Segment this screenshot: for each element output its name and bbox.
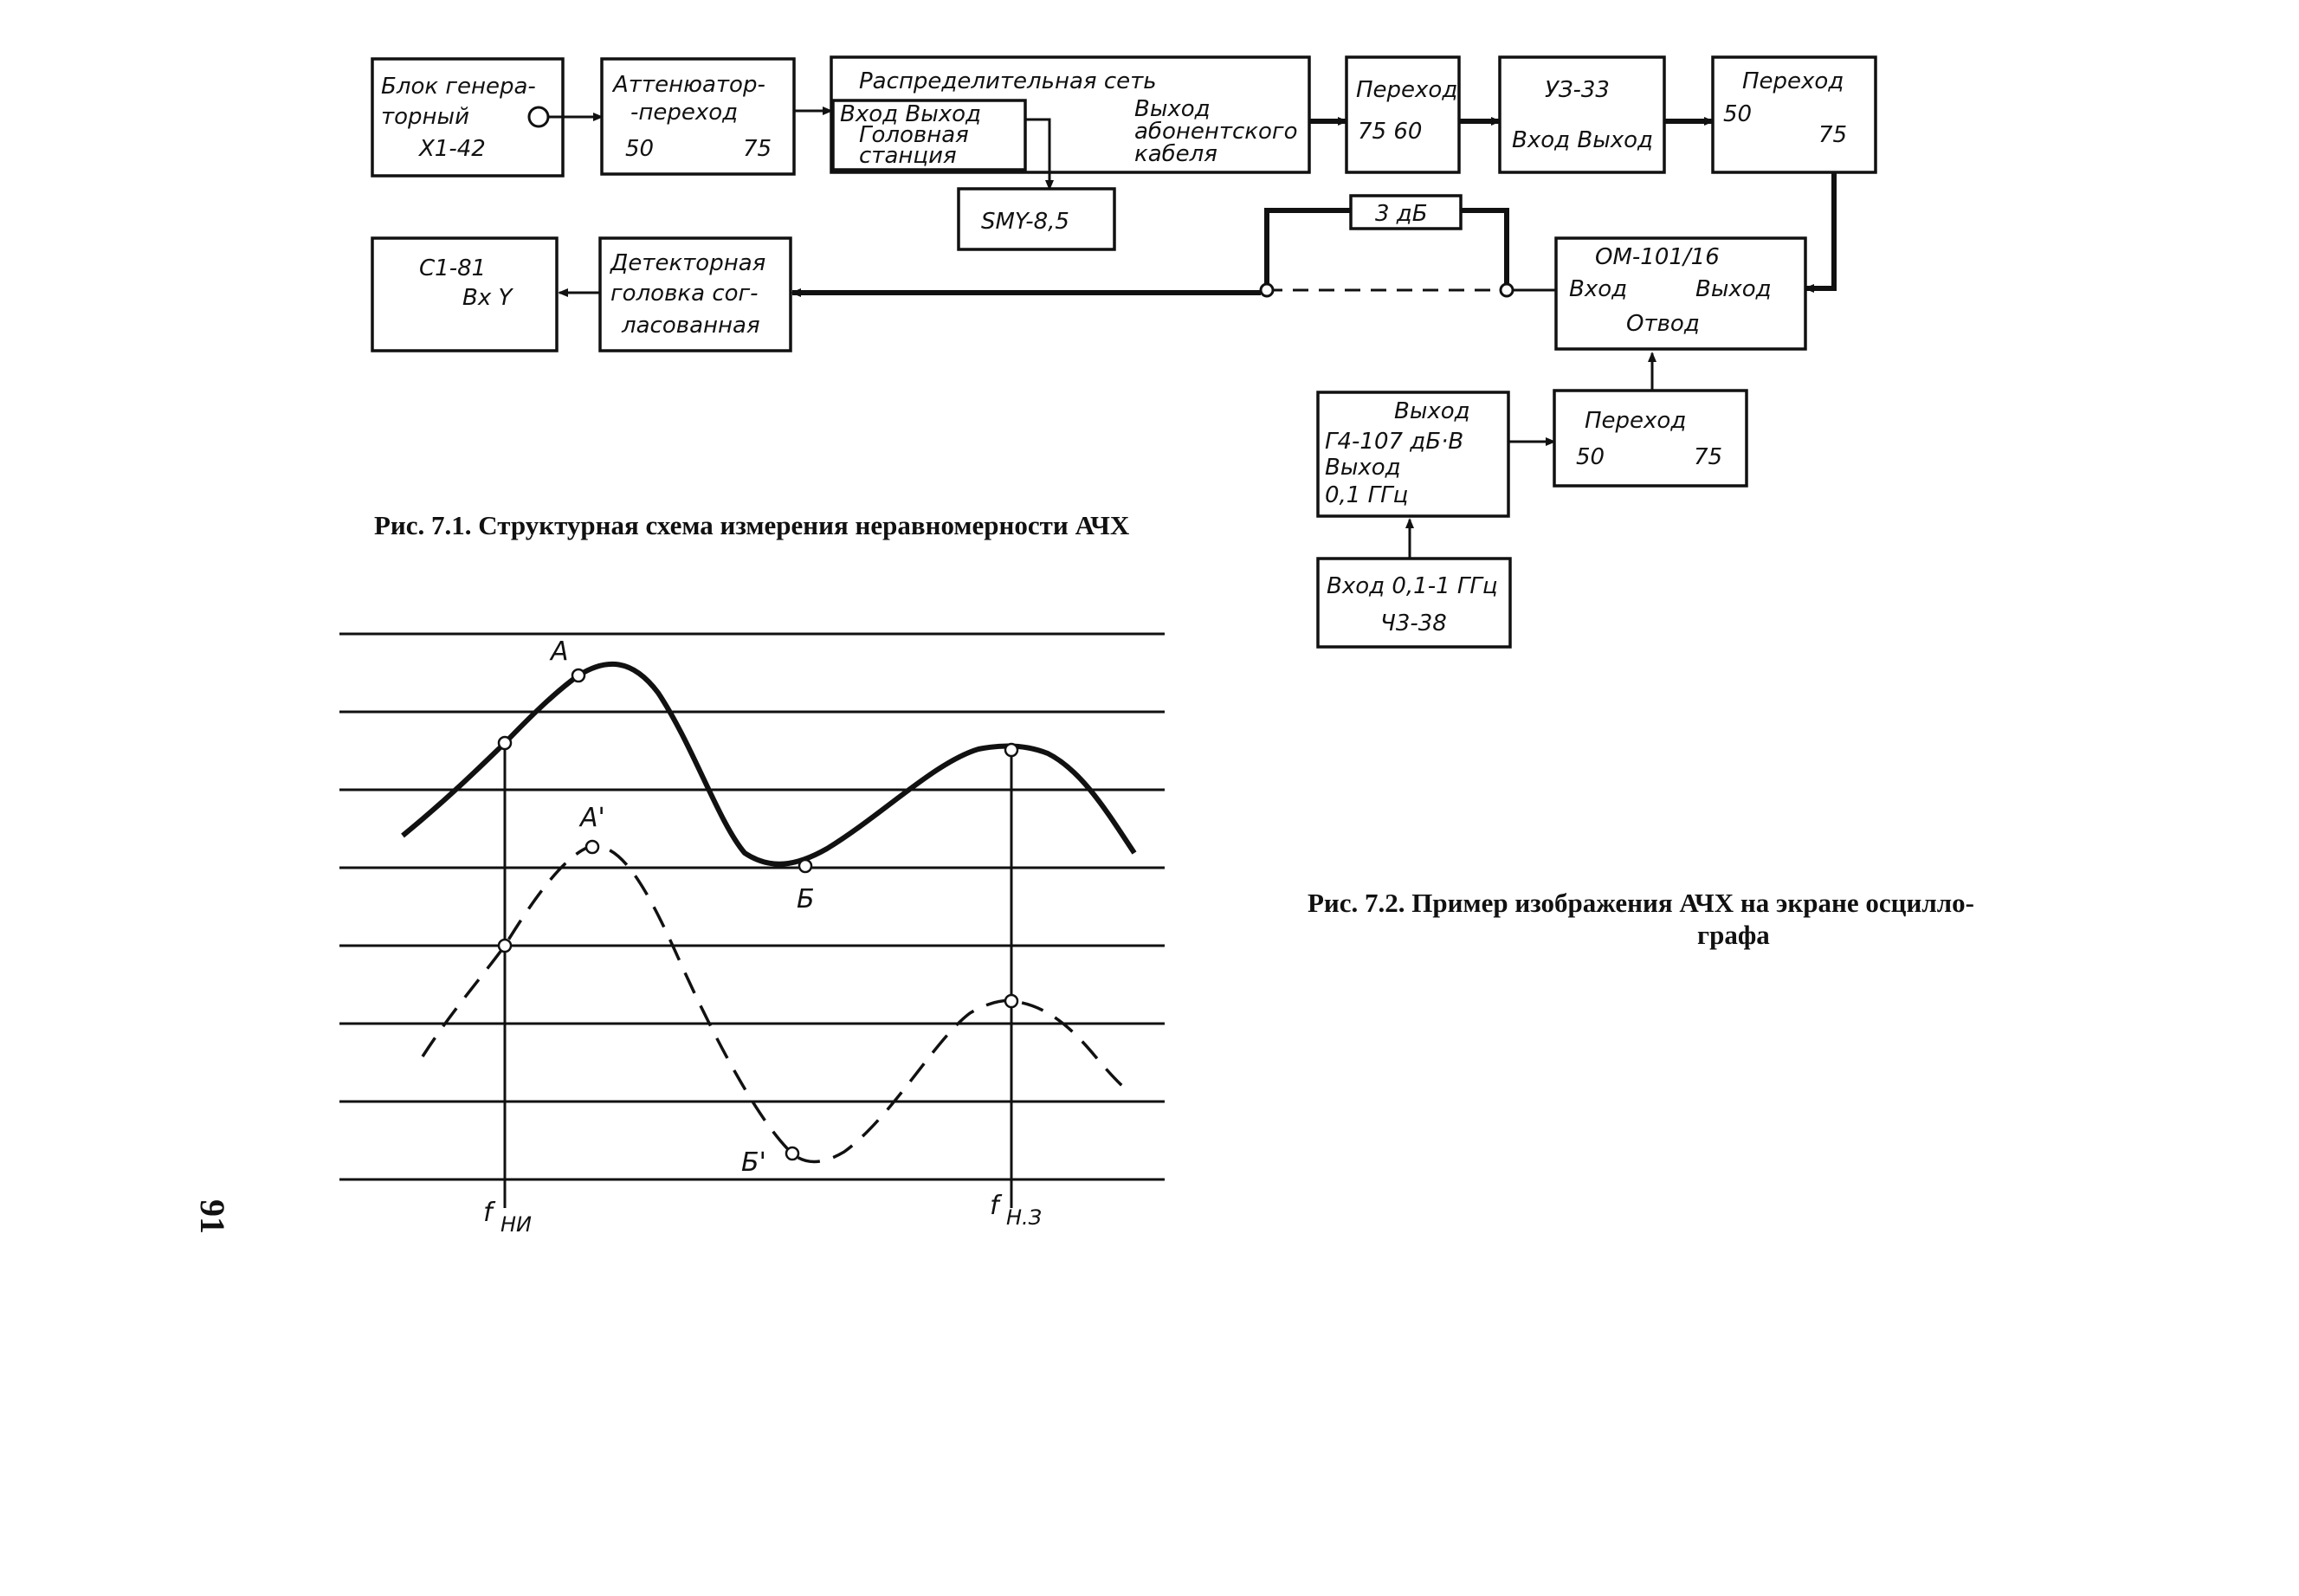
svg-text:Г4-107 дБ·В: Г4-107 дБ·В (1325, 429, 1463, 455)
response-curve-dashed (421, 844, 1132, 1164)
frequency-label-right: f Н.З (990, 1191, 1042, 1230)
svg-text:75: 75 (1694, 444, 1722, 470)
svg-text:f: f (483, 1198, 496, 1228)
svg-text:Выход: Выход (1394, 398, 1470, 424)
transition-50-75-bottom-block: Переход 50 75 (1553, 389, 1748, 488)
head-station-block (831, 99, 1027, 171)
svg-text:абонентского: абонентского (1134, 119, 1298, 145)
attenuator-block: Аттенюатор- -переход 50 75 (600, 57, 796, 176)
svg-text:Х1-42: Х1-42 (417, 136, 486, 162)
svg-text:75: 75 (743, 136, 772, 162)
svg-text:SMY-8,5: SMY-8,5 (981, 209, 1069, 235)
svg-text:Переход: Переход (1585, 408, 1686, 434)
frequency-response-graph: A A' Б Б' f НИ f Н.З (339, 632, 1165, 1237)
counter-ch3-38-block: Вход 0,1-1 ГГц Ч3-38 (1316, 557, 1512, 649)
svg-text:f: f (990, 1191, 1003, 1221)
label-a: A (549, 636, 569, 667)
response-curve-solid (401, 662, 1137, 867)
svg-text:75: 75 (1818, 122, 1847, 148)
svg-text:Выход: Выход (1325, 455, 1401, 481)
figure-7-1-caption: Рис. 7.1. Структурная схема измерения не… (374, 510, 1130, 540)
block-diagram: Блок генера- торный Х1-42 Аттенюатор- -п… (371, 55, 1877, 649)
figure-7-2-caption-line2: графа (1697, 920, 1770, 950)
svg-text:Переход: Переход (1742, 68, 1844, 94)
svg-text:НИ: НИ (500, 1212, 532, 1237)
svg-text:Головная: Головная (859, 122, 969, 148)
svg-text:0,1 ГГц: 0,1 ГГц (1325, 482, 1408, 508)
svg-text:Н.З: Н.З (1006, 1205, 1042, 1230)
transition-50-75-top-block: Переход 50 75 (1711, 55, 1877, 174)
smy-block: SMY-8,5 (957, 187, 1116, 251)
svg-text:Распределительная сеть: Распределительная сеть (859, 68, 1157, 94)
label-a-prime: A' (578, 803, 605, 833)
label-b: Б (797, 884, 815, 914)
transition-75-60-block: Переход 75 60 (1345, 55, 1461, 174)
svg-text:Вход 0,1-1 ГГц: Вход 0,1-1 ГГц (1327, 573, 1498, 599)
svg-text:Аттенюатор-: Аттенюатор- (611, 72, 765, 98)
point-a-marker (571, 668, 586, 683)
point-b-prime-marker (785, 1146, 800, 1161)
figure-7-2-caption-line1: Рис. 7.2. Пример изображения АЧХ на экра… (1308, 888, 1974, 918)
label-b-prime: Б' (741, 1147, 766, 1178)
om-101-block: ОМ-101/16 Вход Выход Отвод (1554, 236, 1807, 351)
svg-text:Переход: Переход (1356, 77, 1457, 103)
distribution-network-block: Распределительная сеть Вход Выход Головн… (830, 55, 1311, 174)
grid-lines (339, 632, 1165, 1181)
detector-head-block: Детекторная головка сог- ласованная (598, 236, 792, 352)
svg-text:станция: станция (859, 143, 957, 169)
svg-text:кабеля: кабеля (1134, 141, 1217, 167)
svg-text:50: 50 (1723, 101, 1752, 127)
curve-point (497, 938, 513, 953)
generator-g4-107-block: Выход Г4-107 дБ·В Выход 0,1 ГГц (1316, 391, 1510, 518)
frequency-label-left: f НИ (483, 1198, 532, 1237)
svg-text:Ч3-38: Ч3-38 (1380, 611, 1447, 636)
svg-text:50: 50 (625, 136, 654, 162)
curve-point (1004, 742, 1019, 758)
arrow-net-smy (1025, 118, 1054, 191)
oscilloscope-c1-81-block: С1-81 Вх Y (371, 236, 559, 352)
svg-text:Блок генера-: Блок генера- (381, 74, 536, 100)
svg-text:Вх Y: Вх Y (462, 285, 513, 311)
arrow-trans2-om (1804, 172, 1837, 293)
svg-text:ОМ-101/16: ОМ-101/16 (1595, 244, 1720, 270)
bypass-line-left (1264, 208, 1351, 288)
amplifier-block: УЗ-33 Вход Выход (1498, 55, 1666, 174)
page-number: 91 (193, 1199, 232, 1234)
junction-node (1259, 282, 1275, 298)
svg-text:УЗ-33: УЗ-33 (1545, 77, 1610, 103)
svg-text:ласованная: ласованная (621, 313, 760, 339)
svg-text:торный: торный (381, 104, 469, 130)
svg-text:С1-81: С1-81 (419, 255, 486, 281)
bypass-line-right (1461, 208, 1509, 288)
svg-text:75 60: 75 60 (1358, 119, 1422, 145)
junction-node (1499, 282, 1514, 298)
svg-text:Вход Выход: Вход Выход (840, 101, 981, 127)
connector-icon (527, 106, 550, 128)
curve-point (1004, 993, 1019, 1009)
svg-text:3 дБ: 3 дБ (1375, 201, 1428, 227)
generator-block: Блок генера- торный Х1-42 (371, 57, 565, 178)
svg-text:Детекторная: Детекторная (610, 250, 765, 276)
svg-text:Вход: Вход (1569, 276, 1627, 302)
svg-text:головка сог-: головка сог- (610, 281, 759, 307)
attenuator-3db-block: 3 дБ (1349, 194, 1463, 230)
curve-point (497, 735, 513, 751)
svg-text:-переход: -переход (630, 100, 738, 126)
svg-text:Выход: Выход (1134, 96, 1211, 122)
svg-text:50: 50 (1576, 444, 1605, 470)
svg-text:Выход: Выход (1695, 276, 1772, 302)
svg-text:Вход Выход: Вход Выход (1512, 127, 1653, 153)
svg-text:Отвод: Отвод (1626, 311, 1700, 337)
point-a-prime-marker (584, 839, 600, 855)
point-b-marker (798, 858, 813, 874)
